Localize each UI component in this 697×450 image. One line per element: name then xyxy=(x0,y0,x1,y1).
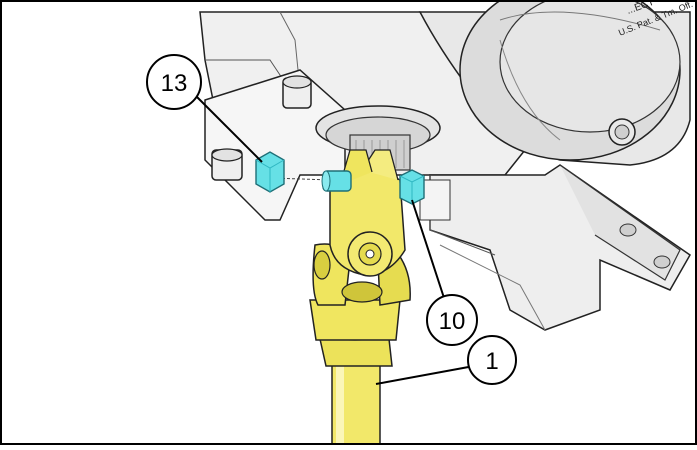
callout-10: 10 xyxy=(426,294,478,346)
leader-lines xyxy=(195,95,475,385)
callout-10-label: 10 xyxy=(439,308,466,335)
bolt-icon xyxy=(321,170,352,192)
callout-13: 13 xyxy=(146,54,202,110)
callout-1: 1 xyxy=(467,335,517,385)
callout-13-label: 13 xyxy=(161,70,188,97)
leader-13 xyxy=(195,95,263,163)
bolt-icon xyxy=(211,148,243,181)
bolt-icon xyxy=(399,169,425,205)
nut-icon xyxy=(255,151,285,193)
callout-1-label: 1 xyxy=(485,348,498,375)
driveshaft xyxy=(309,149,411,450)
leader-1 xyxy=(375,365,475,385)
screw-icon xyxy=(608,118,636,146)
leader-10 xyxy=(411,199,447,305)
gearbox-housing: ...ECT U.S. Pat. & Tm. Off. xyxy=(199,0,694,331)
bolt-icon xyxy=(282,75,312,109)
